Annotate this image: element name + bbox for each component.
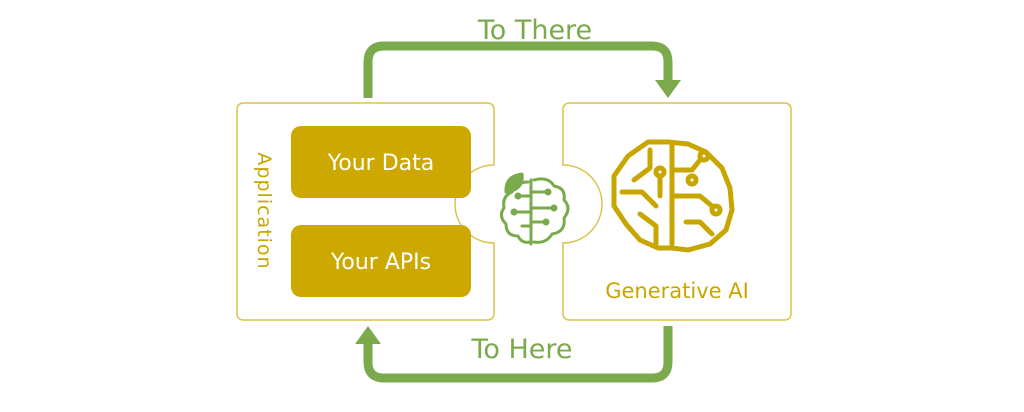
generative-ai-box xyxy=(562,102,792,321)
to-here-arrow xyxy=(355,326,673,383)
your-data-box: Your Data xyxy=(291,126,471,198)
your-apis-label: Your APIs xyxy=(330,250,431,275)
circuit-brain-icon xyxy=(611,139,735,253)
to-here-label: To Here xyxy=(470,334,572,365)
generative-ai-label: Generative AI xyxy=(605,279,749,303)
application-label: Application xyxy=(253,152,275,269)
your-apis-box: Your APIs xyxy=(291,225,471,297)
to-there-label: To There xyxy=(477,15,592,46)
to-there-arrow xyxy=(363,41,681,98)
your-data-label: Your Data xyxy=(327,151,435,176)
brain-leaf-icon xyxy=(499,172,570,246)
